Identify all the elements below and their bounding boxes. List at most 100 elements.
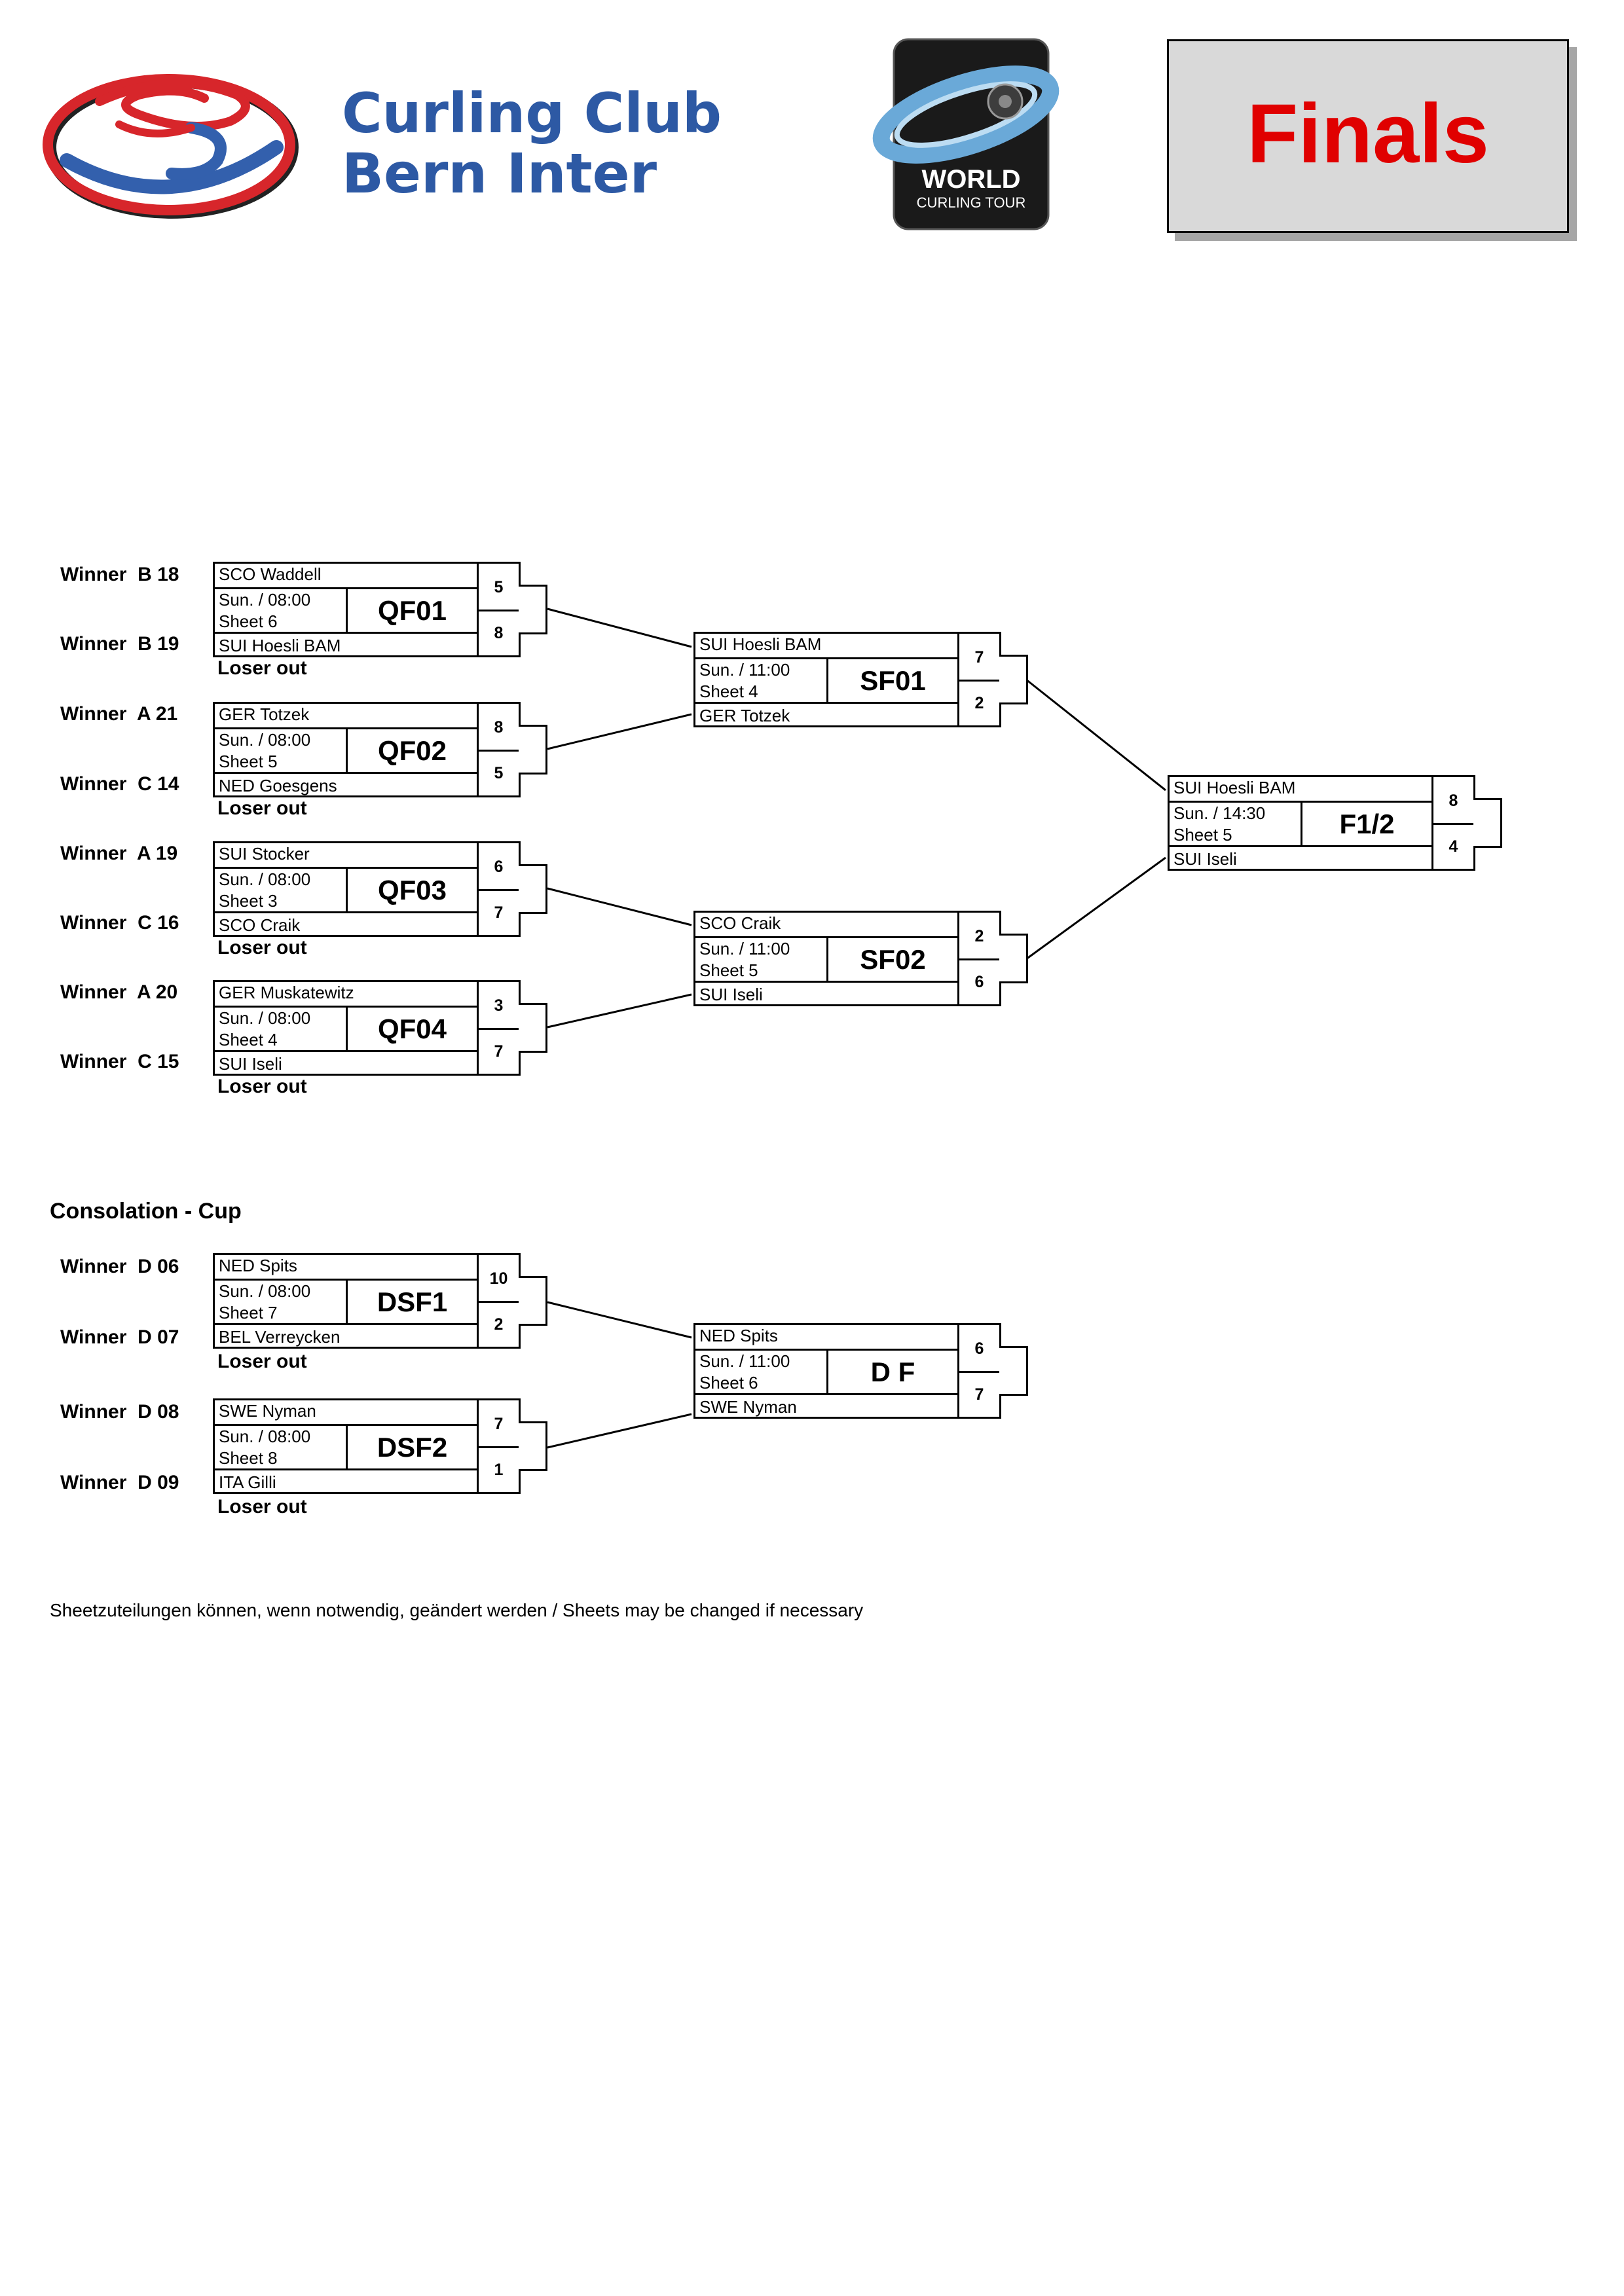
match-id: QF02 — [377, 735, 447, 766]
match-id: QF04 — [377, 1013, 447, 1044]
team-1: NED Spits — [219, 1256, 297, 1275]
score-2: 6 — [974, 973, 984, 991]
match-time: Sun. / 08:00 — [219, 590, 311, 610]
match-time: Sun. / 08:00 — [219, 869, 311, 889]
match-sheet: Sheet 5 — [699, 960, 758, 980]
score-2: 2 — [974, 694, 984, 712]
team-1: SUI Hoesli BAM — [699, 634, 822, 654]
bracket-stub — [519, 1003, 547, 1053]
match-sf01: SUI Hoesli BAM Sun. / 11:00 Sheet 4 GER … — [693, 632, 1001, 727]
match-sheet: Sheet 7 — [219, 1303, 278, 1322]
seed-label-qf03-top: Winner A 19 — [60, 843, 178, 864]
connector-dsf1-df — [547, 1301, 692, 1339]
score-1: 7 — [974, 648, 984, 666]
club-name-line2: Bern Inter — [342, 141, 657, 206]
seed-label-dsf1-top: Winner D 06 — [60, 1256, 179, 1277]
seed-label-dsf2-bottom: Winner D 09 — [60, 1472, 179, 1493]
world-curling-tour-logo: WORLD CURLING TOUR — [872, 38, 1060, 230]
bracket-stub — [519, 1276, 547, 1326]
seed-label-qf02-top: Winner A 21 — [60, 703, 178, 725]
seed-label-qf03-bottom: Winner C 16 — [60, 912, 179, 934]
score-1: 2 — [974, 927, 984, 945]
score-2: 7 — [494, 903, 504, 922]
match-time: Sun. / 11:00 — [699, 660, 790, 680]
bracket-stub — [519, 585, 547, 634]
team-1: SWE Nyman — [219, 1401, 316, 1421]
match-time: Sun. / 11:00 — [699, 1351, 790, 1371]
match-df: NED Spits Sun. / 11:00 Sheet 6 SWE Nyman… — [693, 1323, 1001, 1419]
match-id: QF01 — [377, 595, 447, 626]
score-2: 1 — [494, 1461, 504, 1479]
team-2: SUI Hoesli BAM — [219, 636, 341, 655]
team-2: ITA Gilli — [219, 1472, 276, 1492]
bracket-stub — [999, 1346, 1028, 1396]
score-1: 3 — [494, 996, 504, 1015]
score-2: 7 — [494, 1042, 504, 1061]
score-2: 4 — [1449, 837, 1458, 856]
match-sheet: Sheet 5 — [219, 752, 278, 771]
page-title: Finals — [1247, 87, 1489, 181]
bracket-stub — [1473, 798, 1502, 848]
match-id: SF02 — [860, 944, 926, 975]
footnote: Sheetzuteilungen können, wenn notwendig,… — [50, 1600, 864, 1620]
score-1: 8 — [1449, 792, 1458, 810]
team-2: SUI Iseli — [219, 1054, 282, 1074]
team-1: SCO Craik — [699, 913, 781, 933]
match-qf01: SCO Waddell Sun. / 08:00 Sheet 6 SUI Hoe… — [213, 562, 521, 657]
team-1: GER Muskatewitz — [219, 983, 354, 1002]
bracket-stub — [519, 1421, 547, 1471]
match-time: Sun. / 08:00 — [219, 1008, 311, 1028]
seed-label-qf04-top: Winner A 20 — [60, 981, 178, 1003]
score-1: 10 — [489, 1269, 508, 1288]
seed-label-dsf2-top: Winner D 08 — [60, 1401, 179, 1423]
score-1: 6 — [494, 858, 504, 876]
score-1: 5 — [494, 578, 504, 596]
match-time: Sun. / 08:00 — [219, 1427, 311, 1446]
match-id: F1/2 — [1339, 809, 1395, 839]
team-2: GER Totzek — [699, 706, 790, 725]
connector-qf01-sf01 — [547, 608, 692, 648]
match-sheet: Sheet 6 — [699, 1373, 758, 1393]
match-id: D F — [870, 1357, 915, 1387]
team-2: SUI Iseli — [699, 985, 763, 1004]
team-1: GER Totzek — [219, 704, 310, 724]
club-name-line1: Curling Club — [342, 81, 722, 145]
connector-sf01-final — [1025, 678, 1166, 792]
finals-title-box: Finals — [1167, 39, 1569, 233]
loser-out-label: Loser out — [217, 1351, 307, 1372]
loser-out-label: Loser out — [217, 797, 307, 819]
match-sheet: Sheet 8 — [219, 1448, 278, 1468]
match-id: DSF2 — [377, 1432, 448, 1463]
match-id: QF03 — [377, 875, 447, 905]
connector-qf04-sf02 — [547, 993, 692, 1029]
seed-label-qf02-bottom: Winner C 14 — [60, 773, 179, 795]
match-sheet: Sheet 6 — [219, 611, 278, 631]
match-time: Sun. / 11:00 — [699, 939, 790, 958]
wct-logo-line1: WORLD — [921, 165, 1020, 194]
match-sheet: Sheet 4 — [699, 682, 758, 701]
match-dsf2: SWE Nyman Sun. / 08:00 Sheet 8 ITA Gilli… — [213, 1398, 521, 1494]
loser-out-label: Loser out — [217, 1496, 307, 1518]
match-time: Sun. / 08:00 — [219, 1281, 311, 1301]
team-2: SUI Iseli — [1173, 849, 1237, 869]
team-2: BEL Verreycken — [219, 1327, 341, 1347]
match-qf03: SUI Stocker Sun. / 08:00 Sheet 3 SCO Cra… — [213, 841, 521, 937]
match-sf02: SCO Craik Sun. / 11:00 Sheet 5 SUI Iseli… — [693, 911, 1001, 1006]
score-1: 7 — [494, 1415, 504, 1433]
match-sheet: Sheet 4 — [219, 1030, 278, 1049]
team-2: NED Goesgens — [219, 776, 337, 795]
team-1: NED Spits — [699, 1326, 778, 1345]
team-2: SWE Nyman — [699, 1397, 797, 1417]
club-logo — [43, 74, 299, 219]
match-sheet: Sheet 5 — [1173, 825, 1232, 845]
team-2: SCO Craik — [219, 915, 301, 935]
bracket-stub — [519, 725, 547, 774]
seed-label-dsf1-bottom: Winner D 07 — [60, 1326, 179, 1348]
connector-sf02-final — [1025, 856, 1166, 960]
seed-label-qf01-bottom: Winner B 19 — [60, 633, 179, 655]
score-1: 8 — [494, 718, 504, 737]
seed-label-qf04-bottom: Winner C 15 — [60, 1051, 179, 1072]
wct-logo-line2: CURLING TOUR — [917, 194, 1026, 211]
